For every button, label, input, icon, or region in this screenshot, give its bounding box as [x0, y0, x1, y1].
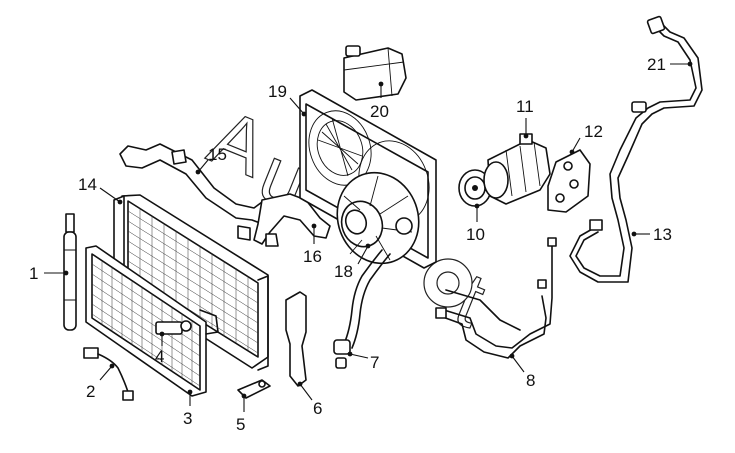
part-expansion-tank[interactable] [343, 45, 407, 101]
label-19: 19 [268, 82, 287, 101]
label-1: 1 [29, 264, 38, 283]
part-condenser[interactable] [85, 245, 219, 397]
part-compressor-bracket[interactable] [547, 149, 591, 213]
part-ac-compressor[interactable] [483, 133, 551, 205]
radiator-grid [127, 208, 259, 354]
label-15: 15 [208, 145, 227, 164]
part-pressure-sensor[interactable] [83, 347, 134, 401]
label-12: 12 [584, 122, 603, 141]
callouts: 1 2 3 4 5 6 7 8 10 11 12 13 14 15 16 18 [29, 55, 690, 434]
label-21: 21 [647, 55, 666, 74]
part-receiver-drier[interactable] [63, 213, 77, 331]
label-18: 18 [334, 262, 353, 281]
leader-dots [63, 61, 693, 399]
part-side-bracket[interactable] [285, 291, 307, 387]
label-7: 7 [370, 353, 379, 372]
part-ac-hose[interactable] [569, 15, 703, 283]
label-20: 20 [370, 102, 389, 121]
part-radiator[interactable] [113, 194, 269, 371]
label-6: 6 [313, 399, 322, 418]
part-pulley[interactable] [458, 169, 492, 207]
label-11: 11 [516, 97, 534, 116]
part-ac-pipe-assembly[interactable] [435, 237, 557, 359]
label-5: 5 [236, 415, 245, 434]
label-8: 8 [526, 371, 535, 390]
part-clip[interactable] [155, 320, 192, 335]
label-10: 10 [466, 225, 485, 244]
label-2: 2 [86, 382, 95, 401]
label-16: 16 [303, 247, 322, 266]
label-14: 14 [78, 175, 97, 194]
watermark-ring-inner [436, 271, 460, 295]
label-4: 4 [155, 347, 164, 366]
label-3: 3 [183, 409, 192, 428]
part-hose-7[interactable] [333, 249, 391, 369]
label-13: 13 [653, 225, 672, 244]
part-fan-assembly[interactable] [325, 161, 432, 275]
